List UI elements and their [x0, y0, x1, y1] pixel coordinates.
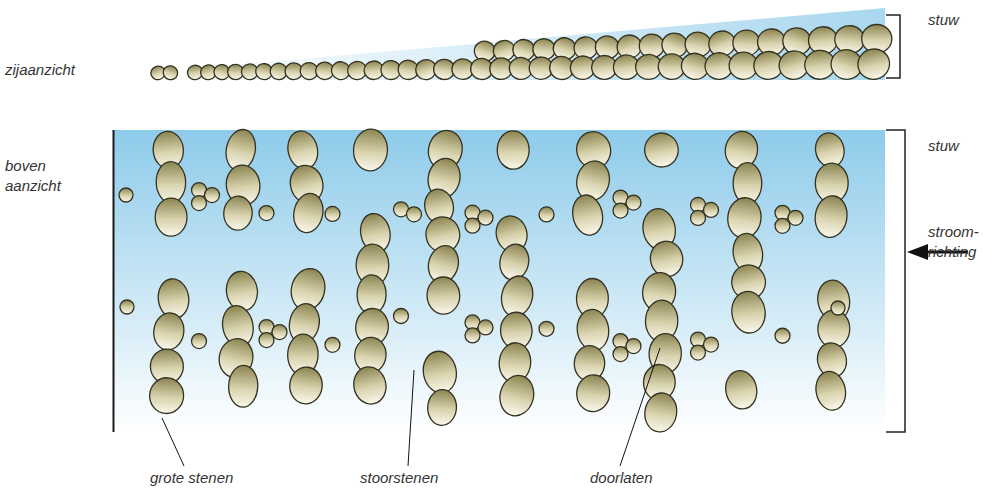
top-water — [113, 130, 885, 432]
label: stoorstenen — [360, 468, 470, 488]
stone — [228, 365, 259, 408]
stone — [691, 345, 706, 360]
stone — [575, 373, 611, 413]
stone — [812, 194, 849, 240]
stone — [192, 196, 207, 211]
label: grote stenen — [150, 468, 270, 488]
stone — [704, 337, 719, 352]
stone — [272, 325, 287, 340]
stone — [205, 188, 220, 203]
label: zijaanzicht — [5, 60, 115, 80]
stone — [539, 321, 554, 336]
stone — [465, 328, 480, 343]
stone — [192, 334, 207, 349]
stone — [496, 372, 539, 420]
stone — [626, 195, 641, 210]
stone — [420, 349, 460, 396]
stone — [855, 46, 893, 83]
label: stuw — [928, 136, 988, 156]
label: doorlaten — [590, 468, 690, 488]
leader-line — [620, 348, 660, 466]
label: boven aanzicht — [5, 156, 77, 197]
stone — [120, 300, 134, 314]
stone — [691, 210, 706, 225]
stone — [119, 188, 133, 202]
stone — [325, 206, 340, 221]
stone — [224, 269, 260, 312]
stone — [613, 347, 628, 362]
stone — [788, 210, 803, 225]
stone — [813, 369, 849, 413]
stone — [426, 276, 460, 315]
stone — [394, 308, 409, 323]
flow-arrowhead — [907, 244, 928, 260]
weir-bracket — [886, 130, 905, 432]
stone — [647, 238, 686, 279]
stone — [223, 195, 253, 231]
stone — [626, 339, 641, 354]
stone — [350, 364, 389, 408]
stone — [642, 391, 680, 435]
stone — [352, 128, 389, 172]
stone — [259, 206, 274, 221]
leader-line — [162, 418, 184, 466]
stone — [497, 131, 529, 170]
stone — [775, 218, 790, 233]
stone — [148, 377, 184, 415]
stone — [259, 333, 274, 348]
stone — [775, 328, 790, 343]
stone — [151, 311, 186, 352]
stone — [569, 192, 606, 238]
top-stones — [119, 127, 853, 434]
stone — [831, 301, 845, 315]
stone — [730, 290, 768, 335]
stone — [723, 368, 760, 412]
stone — [156, 161, 186, 203]
stone — [427, 389, 458, 426]
stone — [539, 207, 554, 222]
label: stuw — [928, 10, 988, 30]
stone — [704, 202, 719, 217]
stone — [478, 320, 493, 335]
stone — [407, 207, 422, 222]
left-edge — [113, 130, 115, 432]
side-stones — [149, 24, 893, 83]
stone — [290, 191, 326, 236]
stone — [642, 130, 681, 170]
stone — [465, 218, 480, 233]
stone — [155, 198, 187, 236]
stone — [325, 337, 340, 352]
stone — [613, 203, 628, 218]
weir-bracket — [886, 15, 900, 78]
stone — [161, 64, 179, 81]
stone — [288, 365, 324, 405]
leader-line — [408, 370, 414, 466]
stone — [478, 210, 493, 225]
stone — [817, 310, 850, 348]
label: stroom- richting — [928, 222, 996, 263]
